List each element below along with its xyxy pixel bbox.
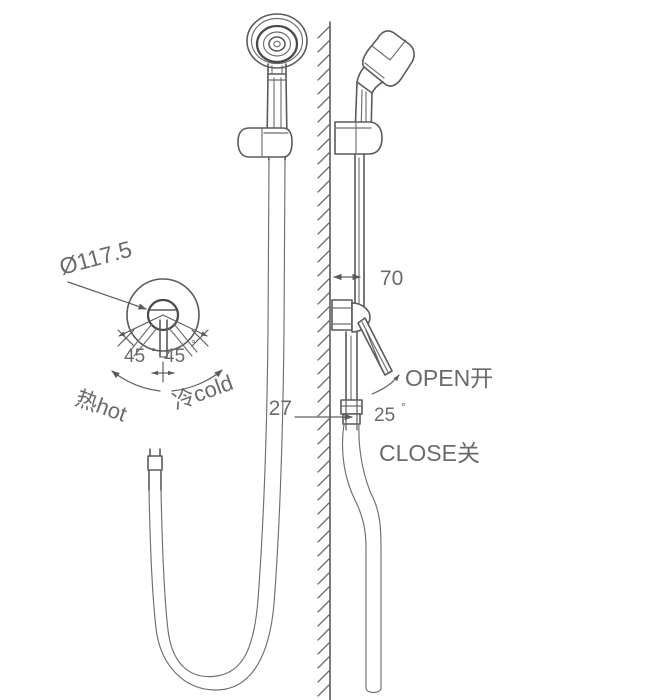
wall-section (317, 21, 331, 700)
cold-label: 冷cold (169, 370, 236, 415)
hose-connector (147, 448, 163, 491)
angle-25-label: 25 (374, 405, 395, 426)
dimension-70: 70 (329, 267, 403, 301)
hot-label: 热hot (72, 385, 130, 426)
angle-25-degree-symbol: ° (401, 400, 406, 414)
side-view-bracket (334, 121, 383, 155)
angle-25-group: 25 ° (365, 329, 406, 426)
side-view-hose (341, 423, 382, 694)
open-label: OPEN开 (405, 365, 493, 391)
wall-hatching (317, 25, 331, 697)
angle-45-cold-label: 45 (164, 346, 185, 367)
cold-rotation-indicator: 冷cold (169, 369, 236, 415)
dimension-27: 27 (269, 397, 358, 431)
front-view-bracket (237, 127, 293, 158)
side-view-slide-rail (354, 153, 365, 313)
dimension-27-label: 27 (269, 397, 292, 420)
side-view-shower-head (354, 30, 415, 137)
valve-face-detail: 45 ° 45 ° (117, 278, 209, 383)
front-view-shower-head (246, 13, 308, 161)
front-view-hose (147, 159, 286, 691)
close-label: CLOSE关 (379, 440, 480, 466)
angle-45-hot-label: 45 (124, 346, 145, 367)
dimension-70-label: 70 (380, 267, 403, 290)
angle-45-cold-degree-symbol: ° (191, 337, 196, 351)
angle-45-hot-degree-symbol: ° (151, 345, 156, 359)
diameter-callout: Ø117.5 (57, 236, 147, 310)
diameter-label: Ø117.5 (57, 236, 135, 280)
hot-rotation-indicator: 热hot (72, 370, 161, 427)
